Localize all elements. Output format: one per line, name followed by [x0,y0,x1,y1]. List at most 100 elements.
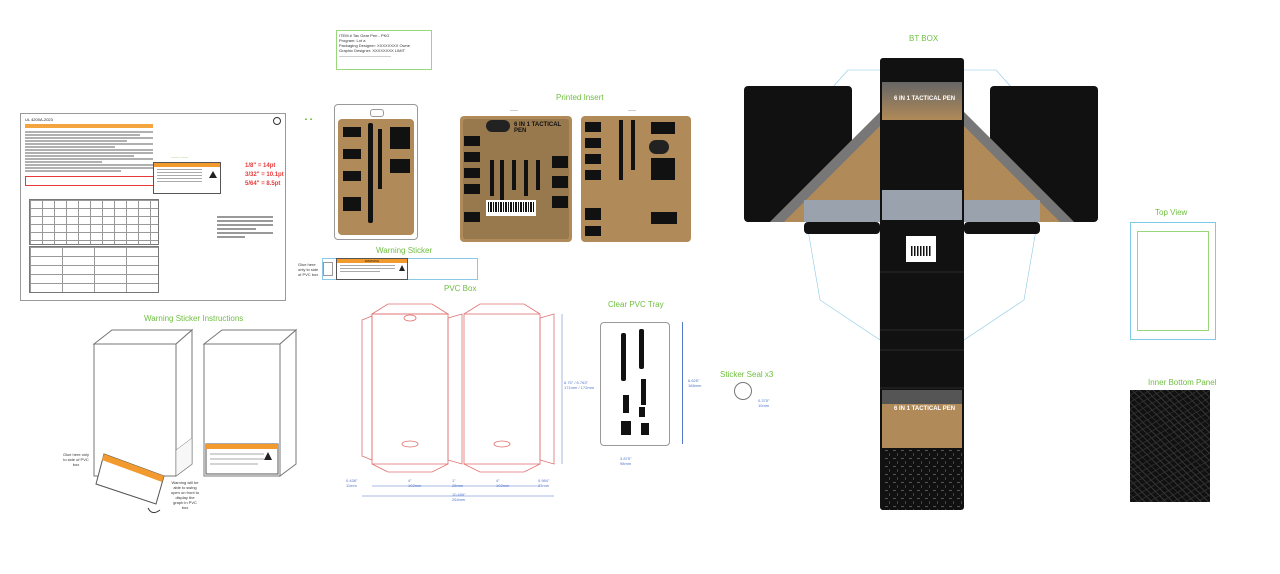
doc-sample-caption: —— —— [171,154,189,159]
sticker-seal-circle [734,382,752,400]
doc-header: UL 4200A-2023 [25,117,53,122]
glue-note-2: Glue here only to side of PVC box [62,452,89,467]
pen-image [512,160,516,190]
pen-image [500,160,504,200]
feature-badge [343,127,361,137]
doc-warning-sample [153,162,221,194]
bt-box-title: BT BOX [909,34,939,43]
pen-image [631,120,635,170]
dim-tray-width: 3.875" 98mm [620,456,632,466]
sticker-seal-title: Sticker Seal x3 [720,370,774,379]
spec-line-4: ————————————— [339,53,391,58]
warning-triangle-icon [399,265,405,271]
barcode [486,200,536,216]
feature-badge [585,170,601,180]
ul-document-panel: UL 4200A-2023 —— —— 1/8" = 14pt 3/32" = … [20,113,286,301]
pvc-box-title: PVC Box [444,284,477,293]
pen-cavity [641,423,649,435]
feature-badge [464,136,480,146]
font-size-line2: 3/32" = 10.1pt [245,172,284,178]
feature-badge [464,212,480,222]
feature-badge [585,154,601,164]
warning-sticker-art: WARNING [336,258,408,280]
inner-bottom-panel-title: Inner Bottom Panel [1148,378,1217,387]
feature-badge [464,152,480,162]
hang-hole [370,109,384,117]
printed-insert-back [581,116,691,242]
insert-logo [486,120,510,132]
feature-badge [552,156,568,168]
font-size-line3: 5/64" = 8.5pt [245,181,281,187]
pen-image [368,123,373,223]
feature-badge [651,212,677,224]
printed-insert-front: 6 IN 1 TACTICAL PEN [460,116,572,242]
pen-image [524,160,528,196]
feature-badge [552,196,568,208]
dim-pvc-height: 6.75" / 6.763" 171mm / 172mm [564,380,595,390]
feature-badge [585,138,601,148]
feature-badge [343,197,361,211]
spec-line-2: Packaging Designer: XXXXXXXX Owne [339,43,410,48]
dim-pvc-left: 0.438" 11mm [346,478,358,488]
dim-seal: 0.375" 10mm [758,398,770,408]
printed-insert-title: Printed Insert [556,93,604,102]
warning-swing-note: Warning will be able to swing open on fr… [170,480,200,510]
spec-line-3: Graphic Designer: XXXXXXXX LIMIT [339,48,406,53]
doc-table-2 [29,246,159,293]
front-card-art [338,119,414,235]
pen-image [490,160,494,196]
dim-tray-height: 6.625" 168mm [688,378,702,388]
feature-badge [464,168,480,178]
clear-pvc-tray [600,322,670,446]
feature-badge [552,176,568,188]
top-view-inner [1137,231,1209,331]
insert-product-name: 6 IN 1 TACTICAL PEN [514,122,562,134]
pen-cavity [639,407,645,417]
dim-pvc-w1: 4" 102mm [408,478,422,488]
feature-badge [651,122,675,134]
bt-box-dieline [744,58,1098,510]
spec-box: ITEM # Tac Gear Pen - PKG Program: Lot a… [336,30,432,70]
feature-badge [585,208,601,220]
glue-indicator-label: ▲ ▲ [304,116,314,121]
doc-text-lines [25,130,153,173]
tray-height-line [682,322,683,444]
feature-badge [390,127,410,149]
top-view-outer [1130,222,1216,340]
pen-cavity [621,333,626,381]
warning-sticker-header: WARNING [337,259,407,263]
insert-front-caption: —— [510,107,518,112]
glue-tab [323,262,333,276]
dim-pvc-w2: 4" 102mm [496,478,510,488]
pen-image [619,120,623,180]
doc-logo-icon [273,117,281,125]
pen-cavity [623,395,629,413]
dim-pvc-total: 10.406" 264mm [452,492,466,502]
spec-line-0: ITEM # Tac Gear Pen - PKG [339,33,390,38]
insert-back-caption: —— [628,107,636,112]
feature-badge [585,226,601,236]
pen-image-2 [378,129,382,189]
feature-badge [343,171,361,181]
feature-badge [464,184,480,194]
warning-instructions-title: Warning Sticker Instructions [144,314,244,323]
clear-pvc-tray-title: Clear PVC Tray [608,300,664,309]
font-size-notes: 1/8" = 14pt 3/32" = 10.1pt 5/64" = 8.5pt [245,162,284,189]
inner-bottom-panel [1130,390,1210,502]
doc-highlight-bar [25,124,153,128]
pvc-box-dieline [361,303,563,497]
top-view-title: Top View [1155,208,1188,217]
pen-image [536,160,540,190]
doc-side-text [217,214,273,240]
dim-pvc-side: 0.984" 25mm [538,478,550,488]
pen-cavity [639,329,644,369]
glue-note-1: Glue here only to side of PVC box [298,262,319,277]
feature-badge [585,122,601,132]
bt-box-product-name-lower: 6 IN 1 TACTICAL PEN [894,406,956,412]
feature-badge [343,149,361,159]
spec-line-1: Program: Lot a [339,38,366,43]
bt-box-product-name: 6 IN 1 TACTICAL PEN [894,96,956,102]
insert-logo [649,140,669,154]
doc-red-highlight [25,176,157,186]
front-card-outline [334,104,418,240]
